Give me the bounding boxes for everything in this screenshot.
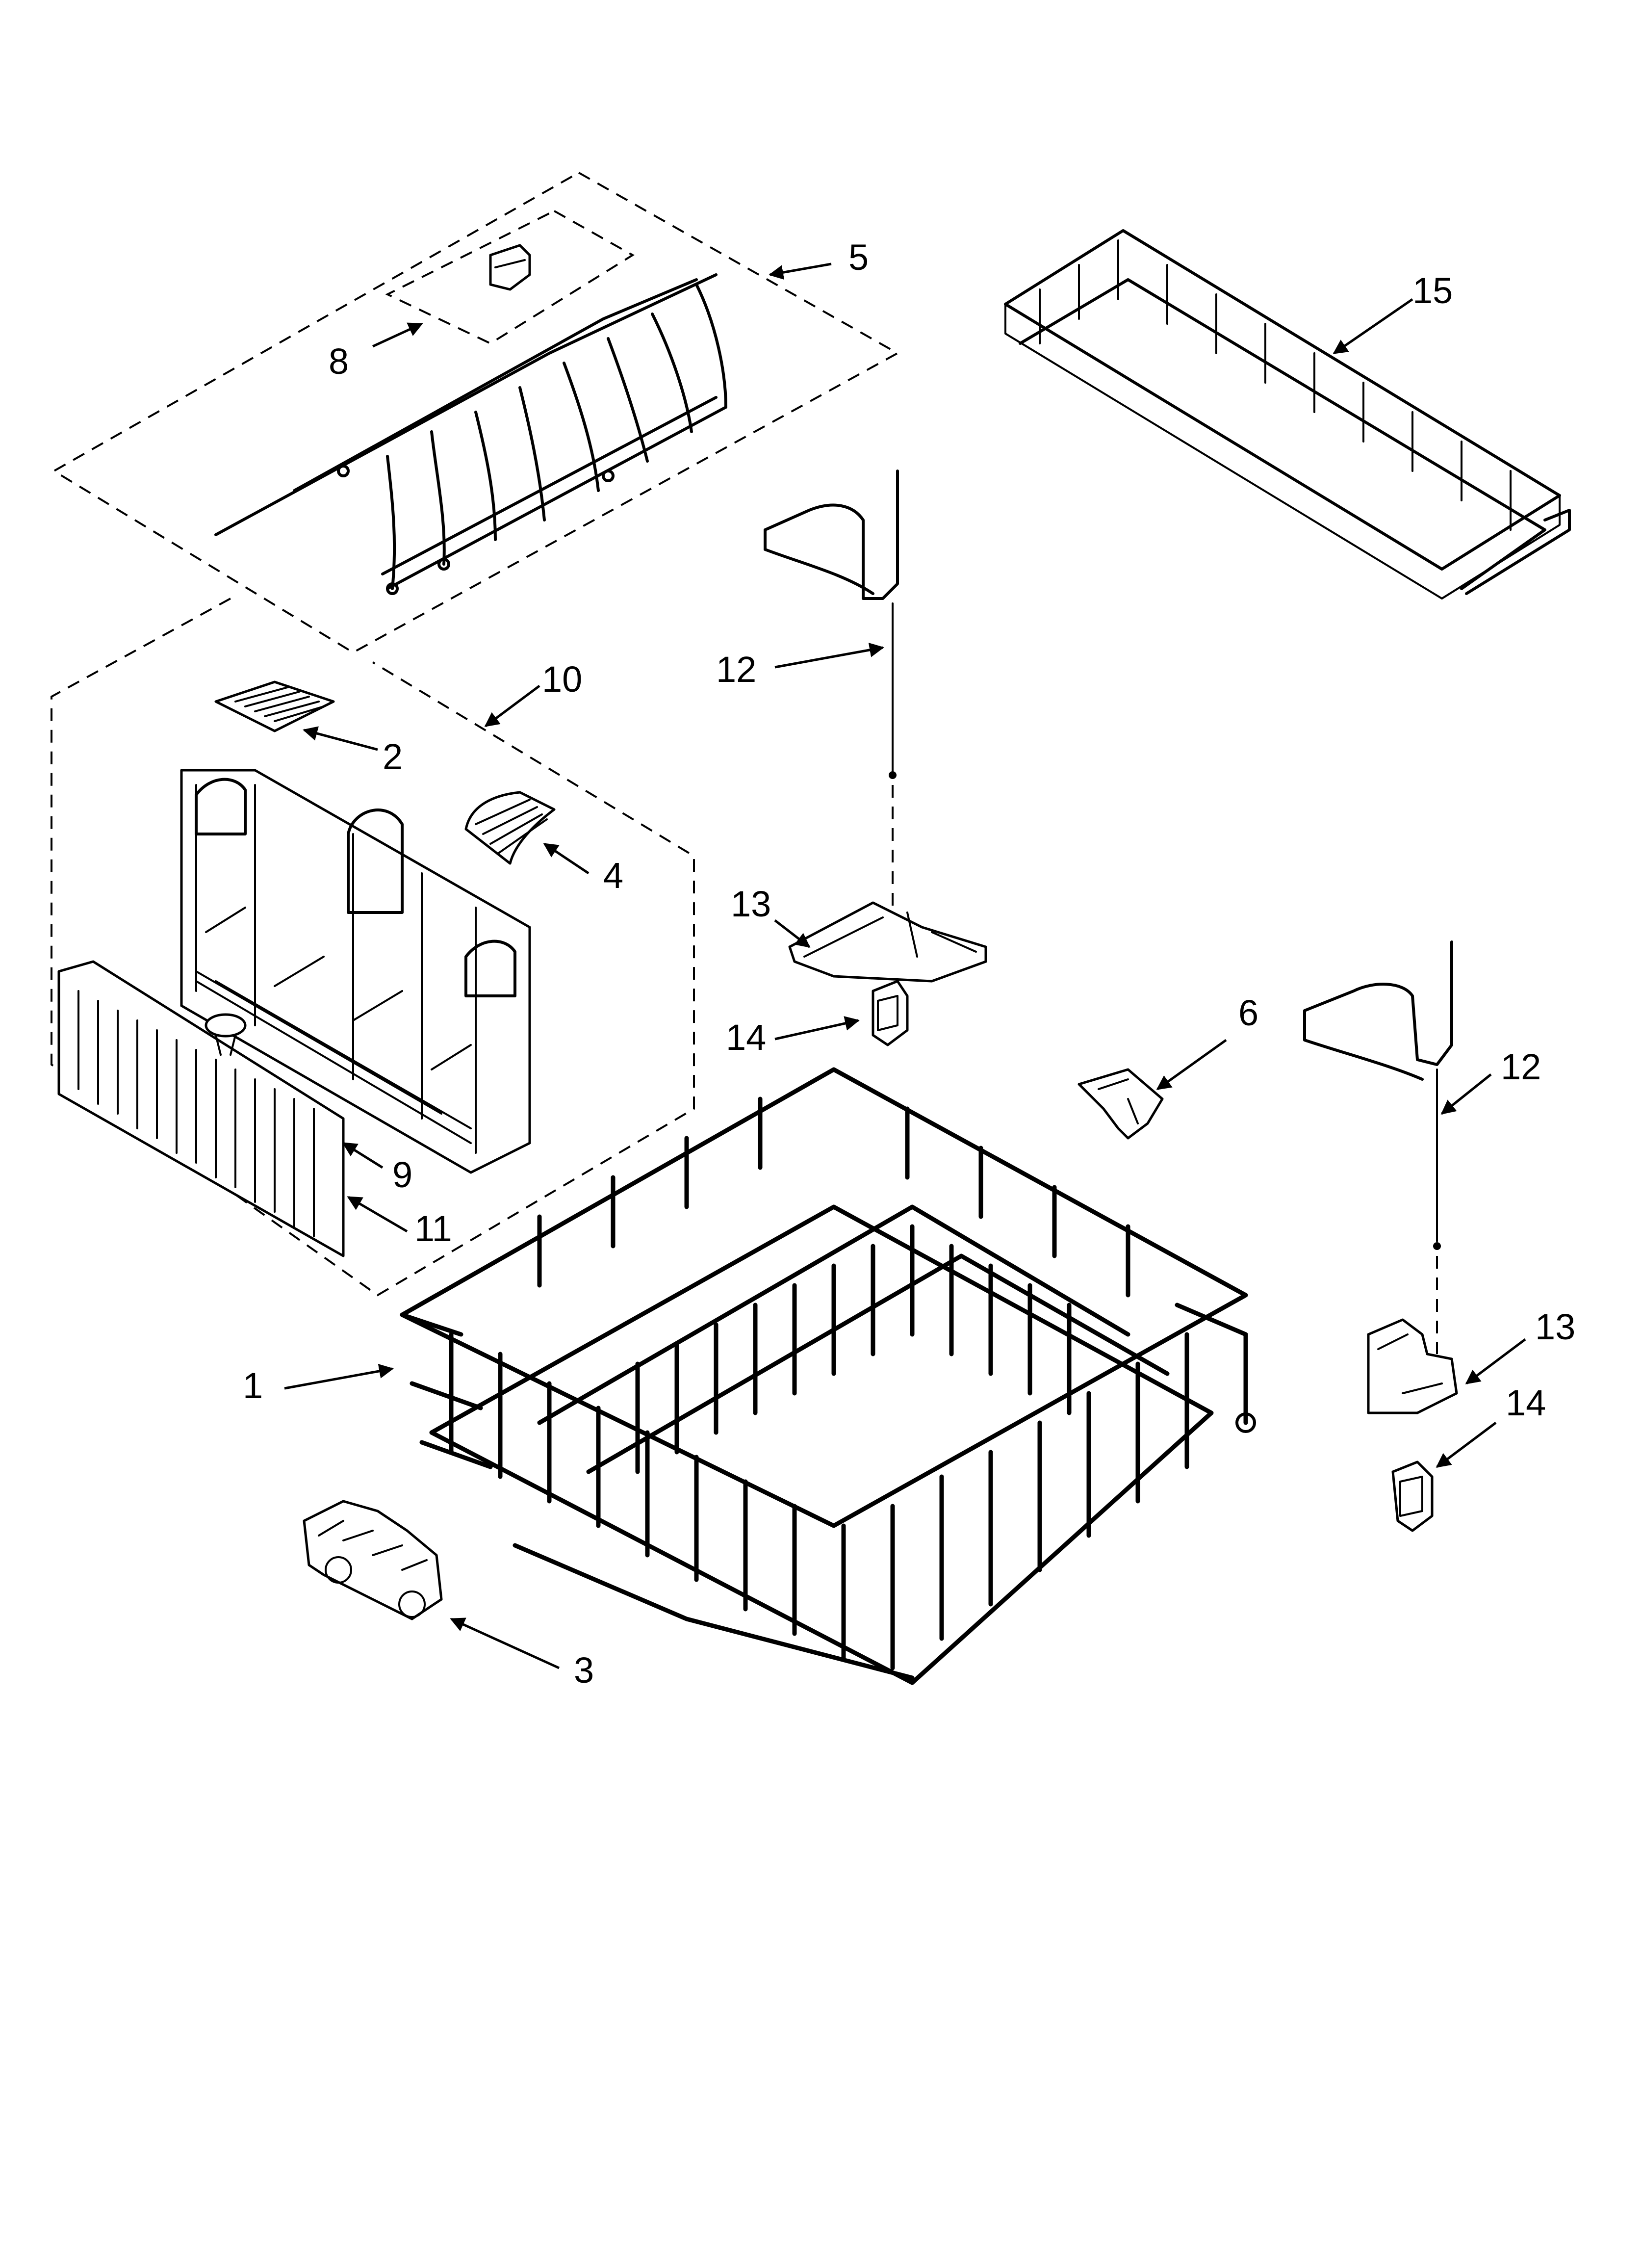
part-1-dish-rack bbox=[400, 1067, 1256, 1685]
callout-14-right: 14 bbox=[1506, 1382, 1546, 1423]
callout-13-right: 13 bbox=[1535, 1306, 1575, 1347]
callout-12-right: 12 bbox=[1501, 1046, 1541, 1087]
part-5-cup-shelf bbox=[214, 273, 727, 595]
part-2-grid-cover bbox=[214, 680, 335, 732]
part-13-adjuster-housing-left bbox=[788, 901, 987, 983]
callout-5: 5 bbox=[848, 237, 869, 278]
callout-3: 3 bbox=[574, 1650, 594, 1691]
callout-15: 15 bbox=[1412, 270, 1453, 311]
part-6-bracket bbox=[1078, 1068, 1164, 1140]
callout-8: 8 bbox=[329, 341, 349, 382]
part-9-basket-hinge bbox=[205, 1013, 247, 1056]
callout-1: 1 bbox=[243, 1365, 263, 1406]
part-14-latch-left bbox=[872, 980, 909, 1046]
callout-10: 10 bbox=[542, 659, 582, 700]
callout-13-left: 13 bbox=[731, 884, 771, 924]
leader-lines bbox=[284, 262, 1526, 1669]
callout-14-left: 14 bbox=[726, 1017, 766, 1058]
callout-labels: 5 8 15 10 12 2 4 13 14 6 12 9 11 1 13 14… bbox=[243, 237, 1575, 1691]
part-14-latch-right bbox=[1391, 1460, 1434, 1532]
callout-2: 2 bbox=[383, 736, 403, 777]
callout-6: 6 bbox=[1238, 992, 1258, 1033]
part-4-grid-lid bbox=[464, 791, 556, 865]
group-box-8 bbox=[385, 209, 635, 345]
callout-9: 9 bbox=[392, 1154, 412, 1195]
part-13-adjuster-housing-right bbox=[1367, 1318, 1458, 1414]
group-box-10 bbox=[51, 598, 695, 1297]
callout-4: 4 bbox=[603, 855, 623, 896]
part-8-clip bbox=[489, 244, 531, 291]
part-3-rack-roller bbox=[303, 1500, 443, 1620]
part-12-adjuster-left bbox=[764, 469, 899, 908]
group-box-5 bbox=[52, 171, 900, 654]
part-10-silverware-basket bbox=[180, 769, 531, 1174]
callout-12-left: 12 bbox=[716, 649, 756, 690]
part-11-basket-panel bbox=[57, 960, 345, 1257]
part-12-adjuster-right bbox=[1303, 940, 1453, 1354]
part-15-cup-rack bbox=[1004, 229, 1571, 600]
callout-11: 11 bbox=[414, 1208, 452, 1249]
